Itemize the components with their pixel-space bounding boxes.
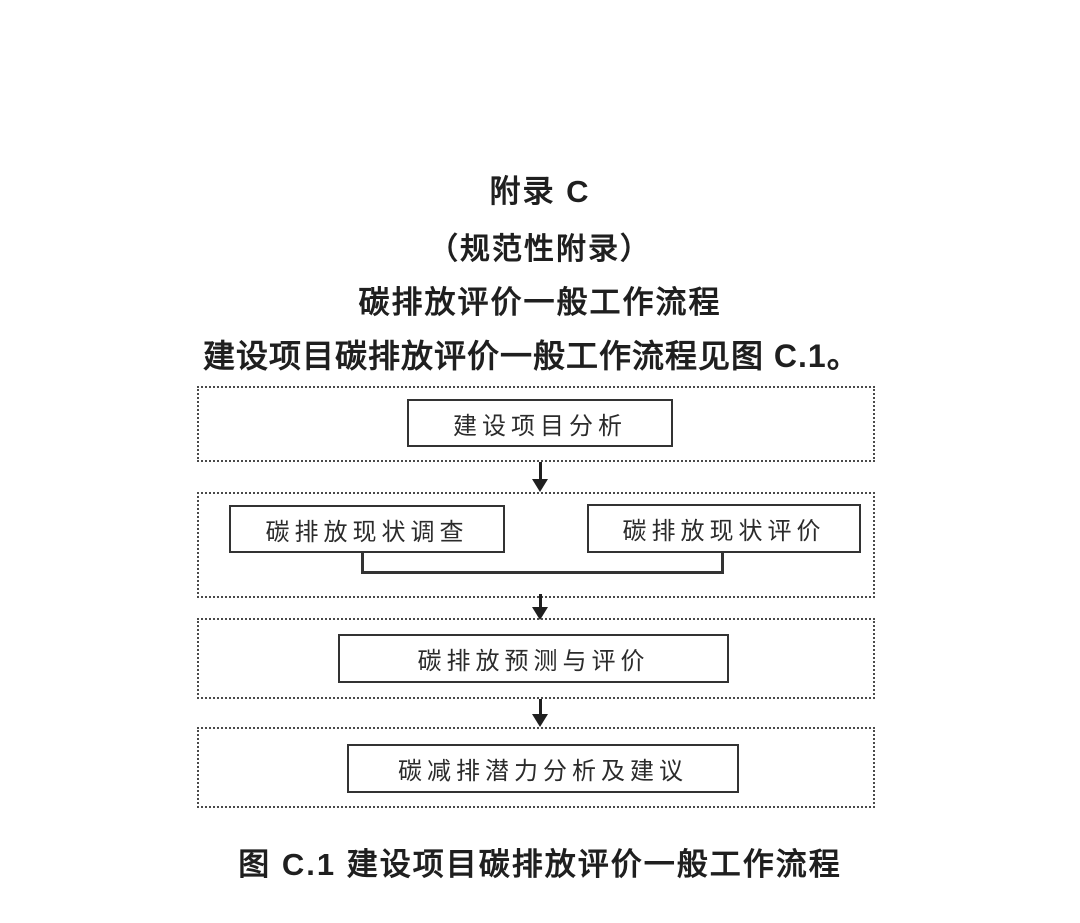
flow-stage-3 [197, 618, 875, 699]
flow-box-reduction-potential: 碳减排潜力分析及建议 [347, 744, 739, 793]
arrow-shaft [538, 594, 542, 607]
connector-stub-left [361, 551, 364, 574]
arrow-head [532, 607, 548, 620]
flow-stage-1 [197, 386, 875, 462]
arrow-head [532, 479, 548, 492]
appendix-subtitle: （规范性附录） [428, 233, 652, 266]
flow-stage-4 [197, 727, 875, 808]
intro-paragraph: 建设项目碳排放评价一般工作流程见图 C.1。 [203, 338, 860, 374]
flow-box-project-analysis: 建设项目分析 [407, 399, 673, 447]
connector-horizontal-line [361, 571, 724, 574]
appendix-title: 附录 C [489, 174, 591, 209]
arrow-shaft [538, 699, 542, 714]
connector-stub-right [721, 551, 724, 574]
down-arrow-icon [532, 699, 548, 727]
appendix-heading: 碳排放评价一般工作流程 [358, 285, 722, 320]
arrow-shaft [538, 462, 542, 479]
arrow-head [532, 714, 548, 727]
down-arrow-icon [532, 462, 548, 492]
flow-box-status-survey: 碳排放现状调查 [229, 505, 505, 553]
figure-caption: 图 C.1 建设项目碳排放评价一般工作流程 [238, 847, 842, 882]
flow-box-status-assessment: 碳排放现状评价 [587, 504, 861, 553]
flow-stage-2 [197, 492, 875, 598]
down-arrow-icon [532, 594, 548, 620]
flow-box-prediction-evaluation: 碳排放预测与评价 [338, 634, 729, 683]
